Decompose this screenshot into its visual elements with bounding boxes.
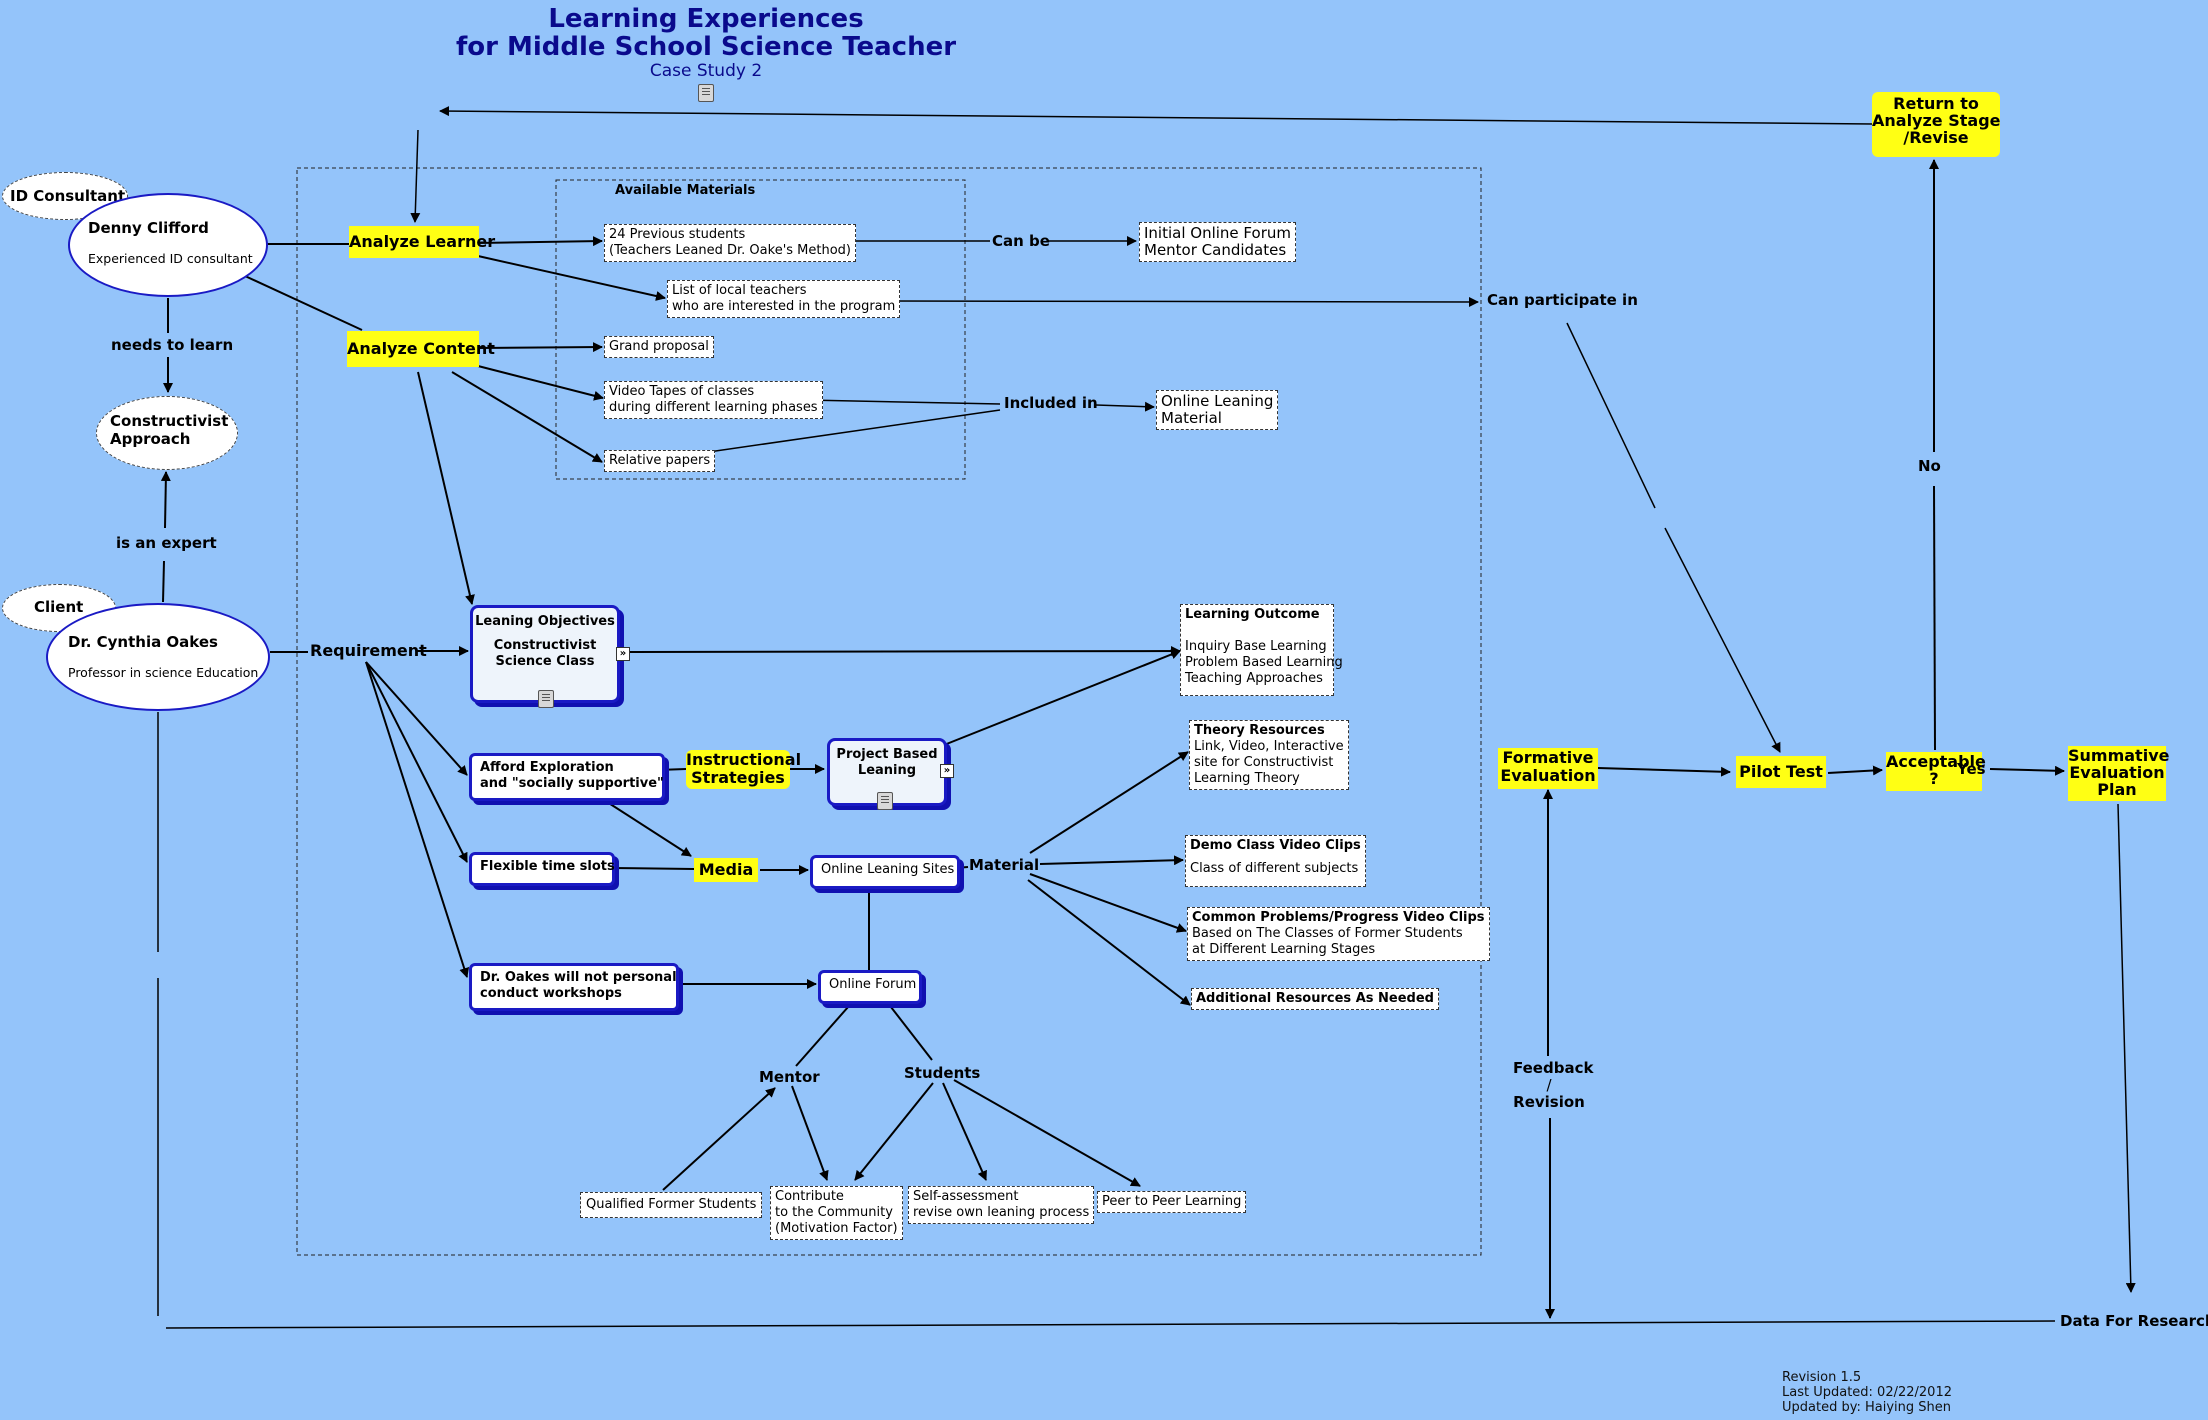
document-icon[interactable] xyxy=(538,690,554,708)
cynthia-description: Professor in science Education xyxy=(68,665,259,680)
learning-outcome-line2: Problem Based Learning xyxy=(1185,655,1343,670)
relative-papers-material[interactable]: Relative papers xyxy=(604,450,716,472)
learning-objectives-title: Leaning Objectives xyxy=(475,614,615,629)
acceptable-decision[interactable]: Acceptable? xyxy=(1886,752,1986,791)
denny-clifford-node[interactable] xyxy=(68,193,268,297)
feedback-revision-label: Feedback/Revision xyxy=(1513,1059,1594,1111)
link-arrow-icon[interactable]: » xyxy=(616,647,630,661)
needs-to-learn-label: needs to learn xyxy=(111,336,234,354)
document-icon[interactable] xyxy=(877,792,893,810)
updated-by: Updated by: Haiying Shen xyxy=(1782,1400,1951,1415)
grand-proposal-material[interactable]: Grand proposal xyxy=(604,336,714,358)
denny-name: Denny Clifford xyxy=(88,219,209,237)
yes-label: Yes xyxy=(1957,760,1986,778)
additional-resources[interactable]: Additional Resources As Needed xyxy=(1191,988,1439,1010)
demo-line1: Class of different subjects xyxy=(1190,861,1359,876)
previous-students-material[interactable]: 24 Previous students(Teachers Leaned Dr.… xyxy=(604,224,856,262)
cynthia-name: Dr. Cynthia Oakes xyxy=(68,633,218,651)
common-problems-video-clips[interactable]: Common Problems/Progress Video Clips Bas… xyxy=(1187,907,1490,961)
link-arrow-icon[interactable]: » xyxy=(940,764,954,778)
theory-line1: Link, Video, Interactive xyxy=(1194,739,1344,754)
can-be-label: Can be xyxy=(992,232,1050,250)
analyze-content-stage[interactable]: Analyze Content xyxy=(347,331,495,367)
problems-title: Common Problems/Progress Video Clips xyxy=(1192,910,1485,925)
is-an-expert-label: is an expert xyxy=(116,534,217,552)
demo-title: Demo Class Video Clips xyxy=(1190,838,1361,853)
theory-title: Theory Resources xyxy=(1194,723,1325,738)
learning-outcome-line1: Inquiry Base Learning xyxy=(1185,639,1327,654)
id-consultant-label: ID Consultant xyxy=(10,187,126,205)
available-materials-label: Available Materials xyxy=(615,183,756,198)
revision-number: Revision 1.5 xyxy=(1782,1370,1862,1385)
document-icon[interactable] xyxy=(698,84,714,102)
revision-info: Revision 1.5 Last Updated: 02/22/2012 Up… xyxy=(1782,1370,1952,1415)
theory-line3: Learning Theory xyxy=(1194,771,1300,786)
main-container-border xyxy=(296,167,1482,1256)
learning-objectives-line1: Constructivist xyxy=(493,638,597,653)
learning-outcome-resource[interactable]: Learning Outcome Inquiry Base Learning P… xyxy=(1180,604,1343,696)
learning-outcome-title: Learning Outcome xyxy=(1185,607,1320,622)
pbl-line2: Leaning xyxy=(857,763,917,778)
data-for-research-label: Data For Research xyxy=(2060,1312,2208,1330)
denny-description: Experienced ID consultant xyxy=(88,251,253,266)
pilot-test-stage[interactable]: Pilot Test xyxy=(1736,756,1826,788)
learning-objectives-line2: Science Class xyxy=(495,654,595,669)
problems-line1: Based on The Classes of Former Students xyxy=(1192,926,1463,941)
analyze-learner-stage[interactable]: Analyze Learner xyxy=(349,226,495,258)
mentor-label: Mentor xyxy=(759,1068,820,1086)
constructivist-approach-node[interactable] xyxy=(96,396,238,470)
available-materials-border xyxy=(555,179,966,480)
page-subtitle: Case Study 2 xyxy=(649,61,763,81)
requirement-label: Requirement xyxy=(310,641,427,660)
cynthia-oakes-node[interactable] xyxy=(46,603,270,711)
page-title-line1: Learning Experiences xyxy=(548,4,864,34)
learning-outcome-line3: Teaching Approaches xyxy=(1185,671,1323,686)
flexible-time-slots-box[interactable]: Flexible time slots xyxy=(469,852,615,886)
included-in-label: Included in xyxy=(1004,394,1098,412)
online-forum-box[interactable]: Online Forum xyxy=(818,970,922,1004)
learning-objectives-box[interactable]: Leaning Objectives Constructivist Scienc… xyxy=(470,605,620,703)
pbl-line1: Project Based xyxy=(836,747,938,762)
qualified-former-students[interactable]: Qualified Former Students xyxy=(580,1192,763,1218)
theory-resources[interactable]: Theory Resources Link, Video, Interactiv… xyxy=(1189,720,1349,790)
media-stage[interactable]: Media xyxy=(694,858,758,882)
material-label: Material xyxy=(969,856,1040,874)
no-label: No xyxy=(1918,457,1941,475)
demo-class-video-clips[interactable]: Demo Class Video Clips Class of differen… xyxy=(1185,835,1366,887)
peer-to-peer-learning[interactable]: Peer to Peer Learning xyxy=(1097,1191,1247,1213)
client-label: Client xyxy=(34,598,84,616)
can-participate-label: Can participate in xyxy=(1487,291,1638,309)
page-title-line2: for Middle School Science Teacher xyxy=(455,32,957,62)
online-learning-sites-box[interactable]: Online Leaning Sites xyxy=(810,855,960,889)
theory-line2: site for Constructivist xyxy=(1194,755,1334,770)
students-label: Students xyxy=(904,1064,981,1082)
last-updated: Last Updated: 02/22/2012 xyxy=(1782,1385,1952,1400)
problems-line2: at Different Learning Stages xyxy=(1192,942,1376,957)
